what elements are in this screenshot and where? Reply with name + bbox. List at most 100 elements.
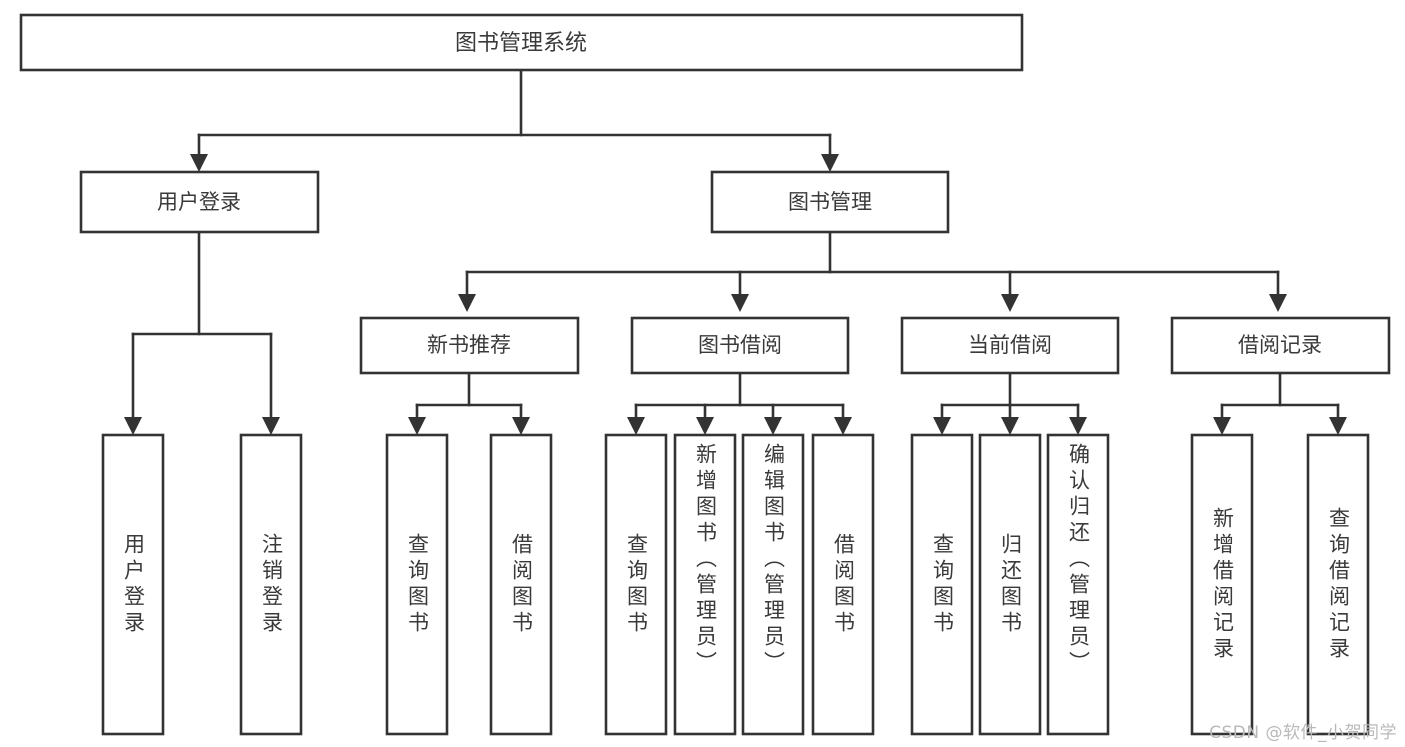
leaf-new-book-borrow-label-wrap: 借阅图书 xyxy=(491,435,551,734)
node-book-borrow[interactable]: 图书借阅 xyxy=(630,316,850,375)
node-book-borrow-label: 图书借阅 xyxy=(698,333,782,357)
arrow-borrow-record-leaf-0 xyxy=(1213,417,1231,435)
node-new-book-recommend-label: 新书推荐 xyxy=(427,333,511,357)
leaf-node[interactable] xyxy=(489,433,553,736)
arrow-book-borrow-leaf-0 xyxy=(627,417,645,435)
arrow-current-borrow-leaf-2 xyxy=(1069,417,1087,435)
leaf-user-login-logout-label-wrap: 注销登录 xyxy=(241,435,301,734)
node-root-label: 图书管理系统 xyxy=(455,31,587,56)
node-book-management[interactable]: 图书管理 xyxy=(710,170,950,234)
leaf-label-host: 用户登录 xyxy=(103,435,163,734)
leaf-new-book-query-box[interactable] xyxy=(385,433,449,736)
leaf-label-host: 查询借阅记录 xyxy=(1308,435,1368,734)
connector-layer xyxy=(124,68,1347,435)
node-borrow-record[interactable]: 借阅记录 xyxy=(1170,316,1391,375)
leaf-current-borrow-confirm-label: 确认归还（管理员） xyxy=(1066,443,1091,677)
leaf-new-book-query-label: 查询图书 xyxy=(405,532,430,637)
leaf-node[interactable] xyxy=(1046,433,1110,736)
node-root[interactable]: 图书管理系统 xyxy=(19,13,1024,72)
leaf-label-host: 借阅图书 xyxy=(813,435,873,734)
leaf-book-borrow-lend-box[interactable] xyxy=(811,433,875,736)
leaf-label-host: 确认归还（管理员） xyxy=(1048,435,1108,734)
arrow-user-login-leaf-1 xyxy=(262,417,280,435)
leaf-current-borrow-return-label: 归还图书 xyxy=(998,532,1023,637)
leaf-node[interactable] xyxy=(673,433,737,736)
leaf-book-borrow-query-label: 查询图书 xyxy=(624,532,649,637)
leaf-borrow-record-query-label: 查询借阅记录 xyxy=(1326,506,1351,663)
leaf-current-borrow-query-label-wrap: 查询图书 xyxy=(931,533,955,637)
leaf-node[interactable] xyxy=(741,433,805,736)
leaf-current-borrow-return-label-wrap: 归还图书 xyxy=(980,435,1040,734)
node-book-borrow-box[interactable] xyxy=(630,316,850,375)
leaf-label-host: 归还图书 xyxy=(980,435,1040,734)
arrow-user-login-leaf-0 xyxy=(124,417,142,435)
node-current-borrow-box[interactable] xyxy=(900,316,1120,375)
leaf-borrow-record-query-label-wrap: 查询借阅记录 xyxy=(1308,435,1368,734)
node-current-borrow[interactable]: 当前借阅 xyxy=(900,316,1120,375)
leaf-node[interactable] xyxy=(978,433,1042,736)
leaf-node[interactable] xyxy=(1306,433,1370,736)
leaf-book-borrow-add-label: 新增图书（管理员） xyxy=(693,443,718,677)
arrow-book-borrow-leaf-1 xyxy=(696,417,714,435)
leaf-new-book-borrow-label: 借阅图书 xyxy=(509,532,534,637)
node-user-login-label: 用户登录 xyxy=(157,190,241,214)
leaf-user-login-logout-label: 注销登录 xyxy=(259,532,284,637)
leaf-label-host: 新增图书（管理员） xyxy=(675,435,735,734)
leaf-current-borrow-confirm-box[interactable] xyxy=(1046,433,1110,736)
node-borrow-record-label: 借阅记录 xyxy=(1238,333,1322,357)
leaf-current-borrow-query-box[interactable] xyxy=(910,433,974,736)
leaf-node[interactable] xyxy=(910,433,974,736)
arrow-current-borrow-leaf-0 xyxy=(933,417,951,435)
leaf-label-host: 编辑图书（管理员） xyxy=(743,435,803,734)
node-book-management-box[interactable] xyxy=(710,170,950,234)
node-new-book-recommend[interactable]: 新书推荐 xyxy=(359,316,580,375)
node-current-borrow-label: 当前借阅 xyxy=(968,333,1052,357)
arrow-book-mgmt-to-book-borrow xyxy=(731,294,749,312)
leaf-user-login-login-label: 用户登录 xyxy=(121,532,146,637)
leaf-book-borrow-query-box[interactable] xyxy=(604,433,668,736)
leaf-book-borrow-add-box[interactable] xyxy=(673,433,737,736)
leaf-new-book-query-label-wrap: 查询图书 xyxy=(387,435,447,734)
arrow-new-book-leaf-0 xyxy=(408,417,426,435)
leaf-node[interactable] xyxy=(385,433,449,736)
leaf-borrow-record-add-label-wrap: 新增借阅记录 xyxy=(1192,435,1252,734)
node-borrow-record-box[interactable] xyxy=(1170,316,1391,375)
leaf-label-host: 借阅图书 xyxy=(491,435,551,734)
node-root-box[interactable] xyxy=(19,13,1024,72)
arrow-root-to-user-login xyxy=(190,154,208,172)
arrow-book-borrow-leaf-2 xyxy=(764,417,782,435)
node-new-book-recommend-box[interactable] xyxy=(359,316,580,375)
arrow-book-mgmt-to-borrow-record xyxy=(1269,294,1287,312)
node-user-login[interactable]: 用户登录 xyxy=(79,170,320,234)
node-user-login-box[interactable] xyxy=(79,170,320,234)
leaf-user-login-logout-box[interactable] xyxy=(239,433,303,736)
arrow-borrow-record-leaf-1 xyxy=(1329,417,1347,435)
leaf-book-borrow-lend-label: 借阅图书 xyxy=(831,532,856,637)
arrow-book-mgmt-to-current-borrow xyxy=(1001,294,1019,312)
leaf-node[interactable] xyxy=(604,433,668,736)
csdn-watermark: CSDN @软件_小贺同学 xyxy=(1209,723,1397,743)
leaf-label-host: 查询图书 xyxy=(387,435,447,734)
leaf-new-book-borrow-box[interactable] xyxy=(489,433,553,736)
leaf-book-borrow-edit-box[interactable] xyxy=(741,433,805,736)
leaf-current-borrow-return-box[interactable] xyxy=(978,433,1042,736)
leaf-book-borrow-edit-label-wrap: 编辑图书（管理员） xyxy=(743,435,803,734)
leaf-node[interactable] xyxy=(811,433,875,736)
arrow-current-borrow-leaf-1 xyxy=(1001,417,1019,435)
leaf-node[interactable] xyxy=(239,433,303,736)
leaf-borrow-record-add-label: 新增借阅记录 xyxy=(1210,506,1235,663)
arrow-book-borrow-leaf-3 xyxy=(834,417,852,435)
leaf-label-host: 新增借阅记录 xyxy=(1192,435,1252,734)
arrow-book-mgmt-to-new-book xyxy=(458,294,476,312)
leaf-borrow-record-add-box[interactable] xyxy=(1190,433,1254,736)
leaf-book-borrow-add-label-wrap: 新增图书（管理员） xyxy=(675,435,735,734)
leaf-node[interactable] xyxy=(1190,433,1254,736)
leaf-user-login-login-label-wrap: 用户登录 xyxy=(103,435,163,734)
leaf-node[interactable] xyxy=(101,433,165,736)
leaf-borrow-record-query-box[interactable] xyxy=(1306,433,1370,736)
leaf-book-borrow-query-label-wrap: 查询图书 xyxy=(624,532,649,637)
leaf-label-host: 注销登录 xyxy=(241,435,301,734)
leaf-book-borrow-edit-label: 编辑图书（管理员） xyxy=(761,443,786,677)
leaf-user-login-login-box[interactable] xyxy=(101,433,165,736)
